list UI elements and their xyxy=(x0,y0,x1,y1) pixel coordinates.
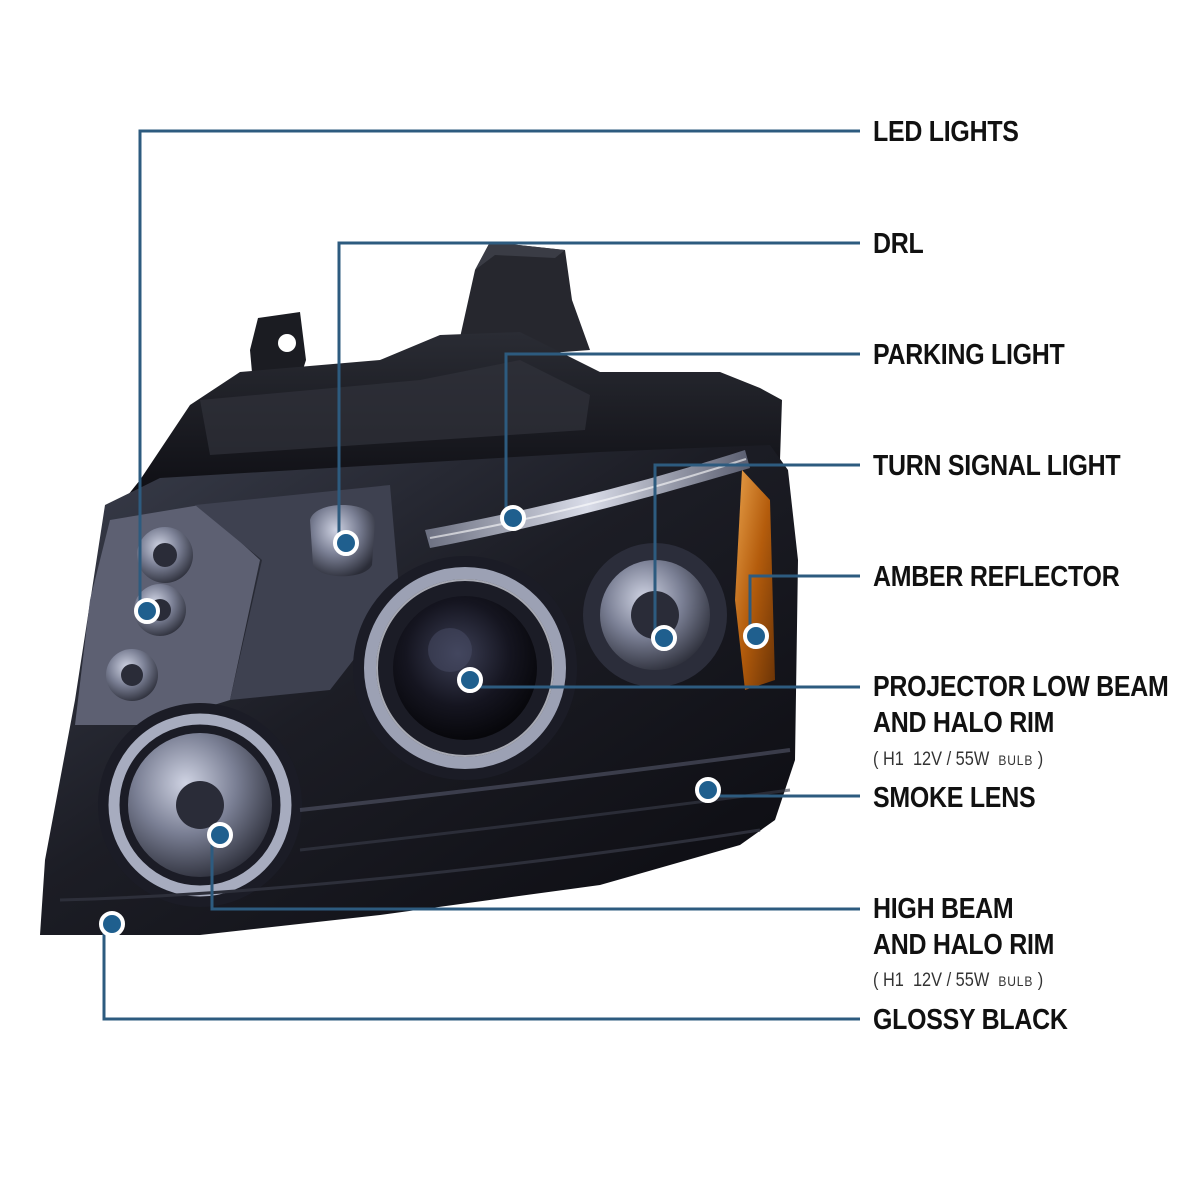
mounting-tab-right xyxy=(455,242,590,360)
label-smoke-lens: SMOKE LENS xyxy=(873,782,1036,814)
leader-glossy-black xyxy=(102,924,860,1021)
high-beam-bulb-spec: ( H1 12V / 55W BULB ) xyxy=(873,970,1044,991)
dot-high-beam xyxy=(207,822,233,848)
label-led-lights: LED LIGHTS xyxy=(873,116,1019,148)
leader-turn-signal xyxy=(653,463,860,638)
projector-halo-ring xyxy=(364,567,566,769)
dot-turn-signal xyxy=(651,625,677,651)
leader-led-lights xyxy=(138,129,860,611)
leader-lines xyxy=(102,129,860,1021)
label-turn-signal-light: TURN SIGNAL LIGHT xyxy=(873,450,1121,482)
label-projector-low-beam: PROJECTOR LOW BEAM xyxy=(873,671,1169,703)
dot-parking-light xyxy=(500,505,526,531)
dot-glossy-black xyxy=(99,911,125,937)
dot-projector xyxy=(457,667,483,693)
dot-led-lights xyxy=(134,598,160,624)
leader-parking-light xyxy=(504,352,860,518)
dot-smoke-lens xyxy=(695,777,721,803)
dot-drl xyxy=(333,530,359,556)
leader-high-beam xyxy=(210,835,860,911)
dot-amber-reflector xyxy=(743,623,769,649)
leader-drl xyxy=(337,241,860,543)
label-high-beam-halo-rim: AND HALO RIM xyxy=(873,929,1055,961)
label-high-beam: HIGH BEAM xyxy=(873,893,1014,925)
label-drl: DRL xyxy=(873,228,924,260)
mounting-hole xyxy=(278,334,296,352)
label-parking-light: PARKING LIGHT xyxy=(873,339,1065,371)
label-glossy-black: GLOSSY BLACK xyxy=(873,1004,1068,1036)
leader-amber-reflector xyxy=(748,574,860,636)
label-amber-reflector: AMBER REFLECTOR xyxy=(873,561,1120,593)
label-projector-halo-rim: AND HALO RIM xyxy=(873,707,1055,739)
high-beam-halo-ring xyxy=(108,713,292,897)
callout-dots xyxy=(99,505,769,937)
projector-bulb-spec: ( H1 12V / 55W BULB ) xyxy=(873,749,1044,770)
